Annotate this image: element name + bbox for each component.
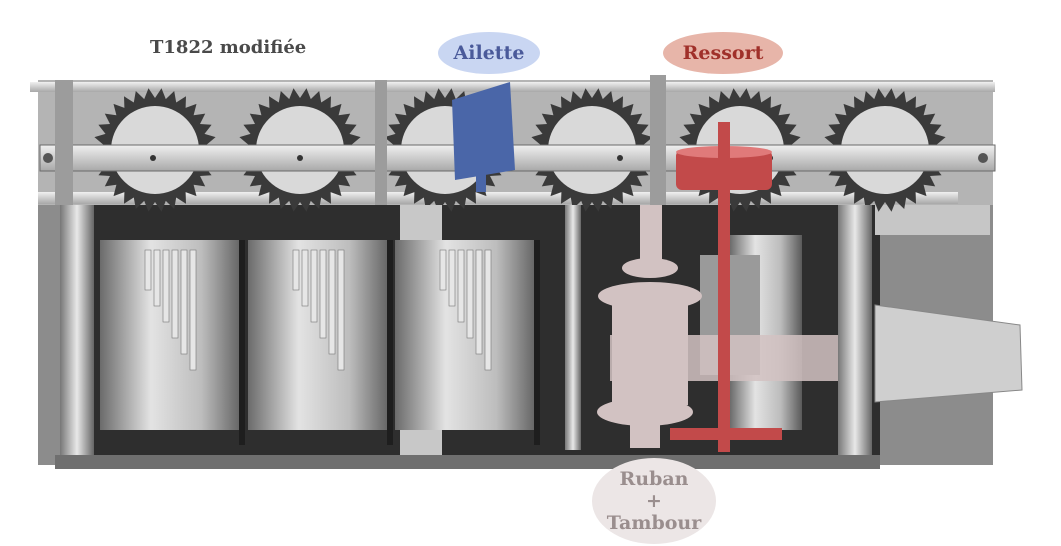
stepped-drums xyxy=(100,240,540,445)
drum-tooth xyxy=(180,249,188,355)
figure-title: T1822 modifiée xyxy=(150,37,307,58)
drum-tooth xyxy=(153,249,161,307)
ailette-part xyxy=(452,82,515,192)
ailette-label-bubble: Ailette xyxy=(438,32,540,74)
drum-tooth xyxy=(457,249,465,323)
drum-tooth xyxy=(319,249,327,339)
plus-label: + xyxy=(646,490,662,512)
drum-tooth xyxy=(439,249,447,291)
drum-tooth xyxy=(310,249,318,323)
counter-bar xyxy=(39,144,996,172)
ressort-label: Ressort xyxy=(682,42,764,64)
drum-tooth xyxy=(301,249,309,307)
drum-tooth xyxy=(292,249,300,291)
drum-axle xyxy=(534,240,540,445)
ruban-label: Ruban xyxy=(619,468,689,490)
drum-tooth xyxy=(162,249,170,323)
ressort-label-bubble: Ressort xyxy=(663,32,783,74)
drum-tooth xyxy=(171,249,179,339)
tambour-label: Tambour xyxy=(606,512,702,534)
drum-axle xyxy=(387,240,393,445)
drum-tooth xyxy=(475,249,483,355)
drum-axle xyxy=(239,240,245,445)
ressort-part xyxy=(670,122,782,452)
drum-tooth xyxy=(484,249,492,371)
drum-tooth xyxy=(466,249,474,339)
ailette-label: Ailette xyxy=(453,42,525,64)
drum-tooth xyxy=(144,249,152,291)
ruban-tambour-label-bubble: Ruban + Tambour xyxy=(592,458,716,544)
drum-tooth xyxy=(337,249,345,371)
drum-tooth xyxy=(448,249,456,307)
drum-tooth xyxy=(189,249,197,371)
drum-tooth xyxy=(328,249,336,355)
